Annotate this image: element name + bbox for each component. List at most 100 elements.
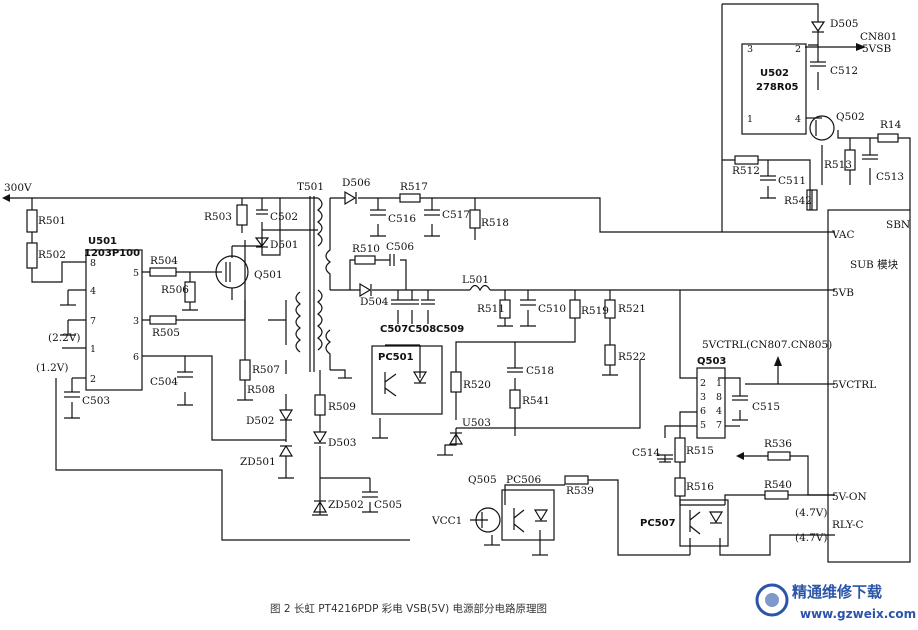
u502-pin1: 1: [747, 114, 753, 125]
label-c503: C503: [82, 395, 110, 407]
label-r14: R14: [880, 119, 902, 131]
u501-pin7: 7: [90, 316, 96, 327]
label-d502: D502: [246, 415, 274, 427]
label-pc507: PC507: [640, 518, 676, 529]
label-r508: R508: [247, 384, 275, 396]
label-cn801: CN801: [860, 31, 897, 43]
label-q503: Q503: [697, 356, 726, 367]
u502-pin2: 2: [795, 44, 801, 55]
label-r515: R515: [686, 445, 714, 457]
label-r517: R517: [400, 181, 428, 193]
label-pc501: PC501: [378, 352, 414, 363]
u501-pin2: 2: [90, 374, 96, 385]
label-q505: Q505: [468, 474, 497, 486]
label-zd501: ZD501: [240, 456, 276, 468]
u501-pin1: 1: [90, 344, 96, 355]
label-v47a: (4.7V): [795, 507, 827, 519]
watermark: 精通维修下载 www.gzweix.com: [755, 583, 916, 621]
sub-pin-rlyc: RLY-C: [832, 519, 864, 531]
label-c504: C504: [150, 376, 178, 388]
u501-part: 1203P100: [84, 248, 140, 259]
vctrl-arrow-icon: [774, 356, 782, 366]
watermark-url: www.gzweix.com: [800, 607, 916, 621]
sub-pin-vac: VAC: [831, 229, 855, 241]
u502-part: 278R05: [756, 82, 799, 93]
q503-pin3: 3: [700, 392, 706, 403]
watermark-logo-icon: [755, 583, 789, 617]
input-arrow-icon: [2, 194, 10, 202]
q503-pin5: 5: [700, 420, 706, 431]
diodes: [254, 21, 826, 513]
label-r541: R541: [522, 395, 550, 407]
label-r542: R542: [784, 195, 812, 207]
label-d503: D503: [328, 437, 356, 449]
q503-pin1: 1: [716, 378, 722, 389]
labels: 300V U501 1203P100 8 4 7 1 2 5 3 6 R501 …: [4, 18, 910, 544]
u502-pin3: 3: [747, 44, 753, 55]
label-pc506: PC506: [506, 474, 541, 486]
u501-chip: [85, 249, 143, 391]
label-c515: C515: [752, 401, 780, 413]
pc506-box: [501, 489, 555, 541]
label-v22: (2.2V): [48, 332, 80, 344]
figure-caption: 图 2 长虹 PT4216PDP 彩电 VSB(5V) 电源部分电路原理图: [270, 602, 547, 615]
label-l501: L501: [462, 274, 489, 286]
label-vctrl-note: 5VCTRL(CN807.CN805): [702, 339, 832, 351]
u501-ref: U501: [88, 236, 117, 247]
label-c511: C511: [778, 175, 806, 187]
q503-chip: [696, 367, 726, 439]
q503-pin7: 7: [716, 420, 722, 431]
u502-ref: U502: [760, 68, 789, 79]
sub-pin-5vb: 5VB: [832, 287, 854, 299]
q503-pin8: 8: [716, 392, 722, 403]
label-u503: U503: [462, 417, 491, 429]
ground-symbols: [338, 377, 748, 556]
label-r516: R516: [686, 481, 714, 493]
label-c518: C518: [526, 365, 554, 377]
q503-pin2: 2: [700, 378, 706, 389]
label-r511: R511: [477, 303, 505, 315]
label-c512: C512: [830, 65, 858, 77]
label-r502: R502: [38, 249, 66, 261]
transistors: [215, 115, 835, 533]
q503-pin6: 6: [700, 406, 706, 417]
capacitors: [64, 61, 878, 498]
label-r504: R504: [150, 255, 178, 267]
label-q501: Q501: [254, 269, 283, 281]
u502-chip: [741, 43, 807, 135]
label-c509: C509: [436, 324, 464, 335]
sub-module-block: [827, 209, 911, 563]
label-r512: R512: [732, 165, 760, 177]
label-r518: R518: [481, 217, 509, 229]
label-r505: R505: [152, 327, 180, 339]
label-v12: (1.2V): [36, 362, 68, 374]
label-c514: C514: [632, 447, 660, 459]
label-c502: C502: [270, 211, 298, 223]
watermark-title: 精通维修下载: [792, 583, 882, 601]
label-v47b: (4.7V): [795, 532, 827, 544]
label-r536: R536: [764, 438, 792, 450]
label-t501: T501: [297, 181, 324, 193]
label-r507: R507: [252, 364, 280, 376]
sub-pin-5von: 5V-ON: [832, 491, 867, 503]
label-r501: R501: [38, 215, 66, 227]
label-r503: R503: [204, 211, 232, 223]
label-zd502: ZD502: [328, 499, 364, 511]
vsb-arrow-icon: [856, 43, 866, 51]
u501-pin6: 6: [133, 352, 139, 363]
label-5vsb: 5VSB: [862, 43, 891, 55]
input-voltage-label: 300V: [4, 182, 32, 194]
label-c505: C505: [374, 499, 402, 511]
label-c513: C513: [876, 171, 904, 183]
label-r513: R513: [824, 159, 852, 171]
label-c517: C517: [442, 209, 470, 221]
label-r510: R510: [352, 243, 380, 255]
label-r506: R506: [161, 284, 189, 296]
label-c506: C506: [386, 241, 414, 253]
label-c507: C507: [380, 324, 408, 335]
label-r522: R522: [618, 351, 646, 363]
label-c510: C510: [538, 303, 566, 315]
u502-pin4: 4: [795, 114, 801, 125]
